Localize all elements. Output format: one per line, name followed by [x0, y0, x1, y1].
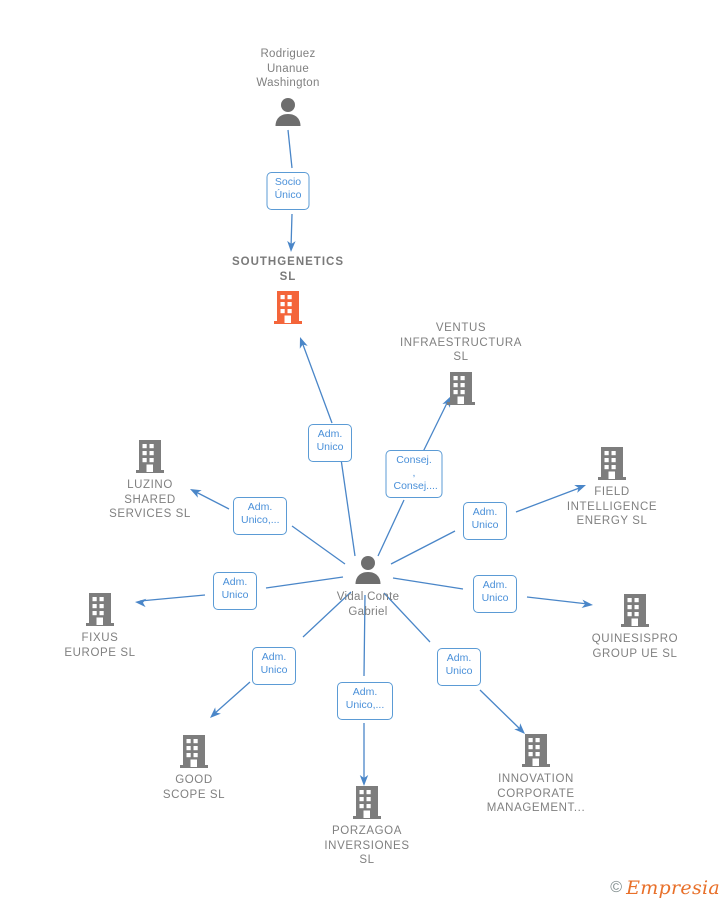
graph-node-porzagoa[interactable]: PORZAGOA INVERSIONES SL	[287, 785, 447, 868]
node-label-luzino: LUZINO SHARED SERVICES SL	[109, 479, 191, 520]
node-label-quinesispro: QUINESISPRO GROUP UE SL	[591, 633, 679, 660]
node-label-fixus: FIXUS EUROPE SL	[64, 632, 136, 659]
building-icon	[85, 592, 115, 626]
node-label-innovation: INNOVATION CORPORATE MANAGEMENT...	[486, 773, 586, 814]
building-icon	[352, 785, 382, 819]
node-label-rodriguez: Rodriguez Unanue Washington	[256, 48, 320, 89]
node-label-vidal: Vidal Conte Gabriel	[336, 591, 400, 618]
building-icon-highlighted	[273, 290, 303, 324]
graph-node-vidal[interactable]: Vidal Conte Gabriel	[288, 555, 448, 619]
graph-node-goodscope[interactable]: GOOD SCOPE SL	[114, 734, 274, 802]
copyright-symbol: ©	[610, 879, 623, 896]
building-icon	[597, 446, 627, 480]
graph-node-innovation[interactable]: INNOVATION CORPORATE MANAGEMENT...	[456, 733, 616, 816]
graph-node-field[interactable]: FIELD INTELLIGENCE ENERGY SL	[532, 446, 692, 529]
edge-label-rodriguez-southgenetics[interactable]: Socio Único	[266, 172, 310, 210]
building-icon	[446, 371, 476, 405]
edge-label-vidal-innovation[interactable]: Adm. Unico	[437, 648, 481, 686]
edge-label-vidal-luzino[interactable]: Adm. Unico,...	[233, 497, 287, 535]
node-label-goodscope: GOOD SCOPE SL	[162, 774, 226, 801]
edge-label-vidal-quinesispro[interactable]: Adm. Unico	[473, 575, 517, 613]
edge-label-vidal-goodscope[interactable]: Adm. Unico	[252, 647, 296, 685]
graph-node-luzino[interactable]: LUZINO SHARED SERVICES SL	[70, 439, 230, 522]
node-label-ventus: VENTUS INFRAESTRUCTURA SL	[399, 322, 523, 363]
edge-label-vidal-fixus[interactable]: Adm. Unico	[213, 572, 257, 610]
edge-label-vidal-porzagoa[interactable]: Adm. Unico,...	[337, 682, 393, 720]
edge-label-vidal-ventus[interactable]: Consej. , Consej....	[385, 450, 443, 498]
edge-label-vidal-southgenetics[interactable]: Adm. Unico	[308, 424, 352, 462]
node-label-southgenetics: SOUTHGENETICS SL	[231, 256, 345, 283]
building-icon	[135, 439, 165, 473]
person-icon	[274, 97, 302, 127]
edge-label-vidal-field[interactable]: Adm. Unico	[463, 502, 507, 540]
building-icon	[521, 733, 551, 767]
watermark: © Empresia	[610, 877, 720, 899]
graph-node-quinesispro[interactable]: QUINESISPRO GROUP UE SL	[555, 593, 715, 661]
building-icon	[620, 593, 650, 627]
graph-node-rodriguez[interactable]: Rodriguez Unanue Washington	[208, 47, 368, 127]
graph-node-southgenetics[interactable]: SOUTHGENETICS SL	[208, 255, 368, 324]
graph-node-ventus[interactable]: VENTUS INFRAESTRUCTURA SL	[381, 321, 541, 405]
brand-name: Empresia	[626, 877, 720, 899]
person-icon	[354, 555, 382, 585]
node-label-field: FIELD INTELLIGENCE ENERGY SL	[566, 486, 658, 527]
graph-node-fixus[interactable]: FIXUS EUROPE SL	[20, 592, 180, 660]
building-icon	[179, 734, 209, 768]
arrowhead	[287, 240, 296, 252]
arrowhead	[299, 337, 308, 349]
arrowhead	[210, 707, 221, 718]
node-label-porzagoa: PORZAGOA INVERSIONES SL	[324, 825, 410, 866]
